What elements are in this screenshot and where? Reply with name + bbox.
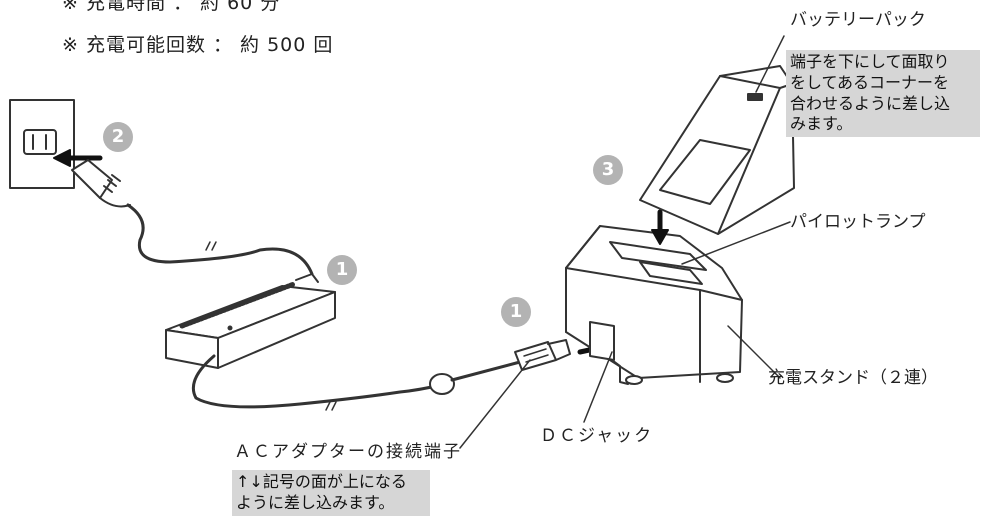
wall-outlet	[9, 99, 75, 189]
charge-count-note: ※ 充電可能回数 ： 約 500 回	[62, 34, 334, 56]
battery-pack-note: 端子を下にして面取り をしてあるコーナーを 合わせるように差し込 みます。	[786, 50, 980, 138]
battery-pack	[639, 65, 795, 235]
adapter-connector-note: ↑↓記号の面が上になる ように差し込みます。	[232, 470, 430, 516]
charging-stand-label: 充電スタンド（２連）	[768, 368, 938, 388]
charge-time-note: ※ 充電時間 ： 約 60 分	[62, 0, 281, 14]
step-badge-adapter: 1	[327, 255, 357, 285]
pilot-lamp-label: パイロットランプ	[790, 212, 926, 232]
dc-plug	[514, 339, 571, 371]
step-badge-battery: 3	[593, 155, 623, 185]
charging-stand	[565, 225, 743, 385]
dc-jack-label: ＤＣジャック	[540, 426, 654, 446]
ac-adapter	[165, 273, 336, 369]
power-plug	[71, 159, 131, 208]
step-badge-dc-plug: 1	[501, 297, 531, 327]
battery-pack-label: バッテリーパック	[790, 10, 926, 30]
adapter-connector-label: ＡＣアダプターの接続端子	[234, 442, 462, 462]
step-badge-outlet: 2	[103, 122, 133, 152]
